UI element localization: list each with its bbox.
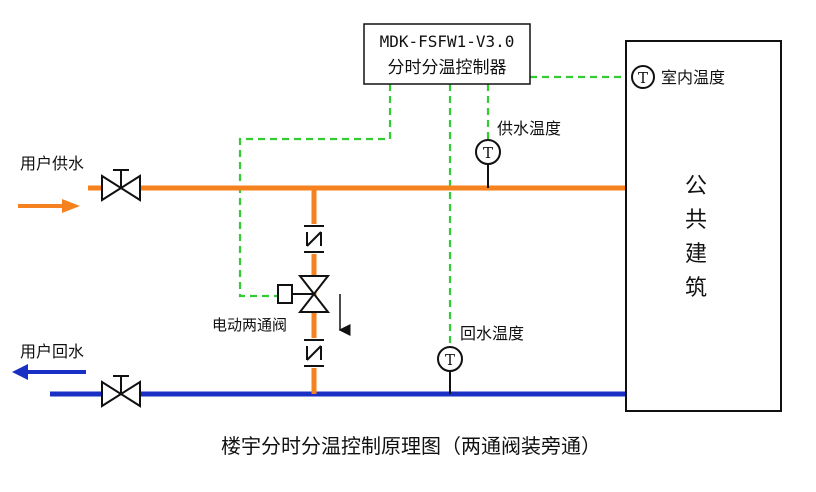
indoor-temp-sensor: T: [631, 65, 655, 89]
supply-temp-label: 供水温度: [497, 119, 561, 138]
return-flow-arrow: [12, 364, 86, 380]
valve-actuator: [277, 284, 293, 304]
return-temp-sensor: T: [437, 346, 463, 394]
supply-flow-arrow: [18, 199, 80, 213]
sensor-t-return: T: [445, 351, 455, 369]
sensor-t-indoor: T: [638, 69, 648, 87]
indoor-temp-label: 室内温度: [661, 68, 725, 87]
supply-temp-sensor: T: [475, 139, 501, 188]
building-char-3: 建: [685, 242, 707, 267]
public-building: 公 共 建 筑: [625, 40, 782, 412]
controller-model: MDK-FSFW1-V3.0: [380, 32, 515, 51]
supply-valve: [101, 169, 141, 202]
flexible-joint-upper: [304, 224, 324, 254]
flexible-joint-lower: [304, 338, 324, 368]
building-char-1: 公: [685, 174, 707, 199]
return-temp-label: 回水温度: [460, 324, 524, 343]
return-valve: [101, 375, 141, 408]
signal-line-valve: [238, 84, 392, 298]
sensor-t-supply: T: [483, 144, 493, 162]
signal-lines: [238, 75, 630, 347]
controller: MDK-FSFW1-V3.0 分时分温控制器: [363, 23, 531, 85]
building-char-2: 共: [685, 208, 707, 233]
electric-two-way-valve: [277, 275, 351, 336]
controller-name: 分时分温控制器: [388, 58, 507, 78]
valve-label: 电动两通阀: [212, 316, 287, 334]
building-char-4: 筑: [685, 276, 707, 301]
diagram-caption: 楼宇分时分温控制原理图（两通阀装旁通）: [221, 434, 601, 458]
user-return-label: 用户回水: [20, 342, 84, 361]
user-supply-label: 用户供水: [20, 154, 84, 173]
